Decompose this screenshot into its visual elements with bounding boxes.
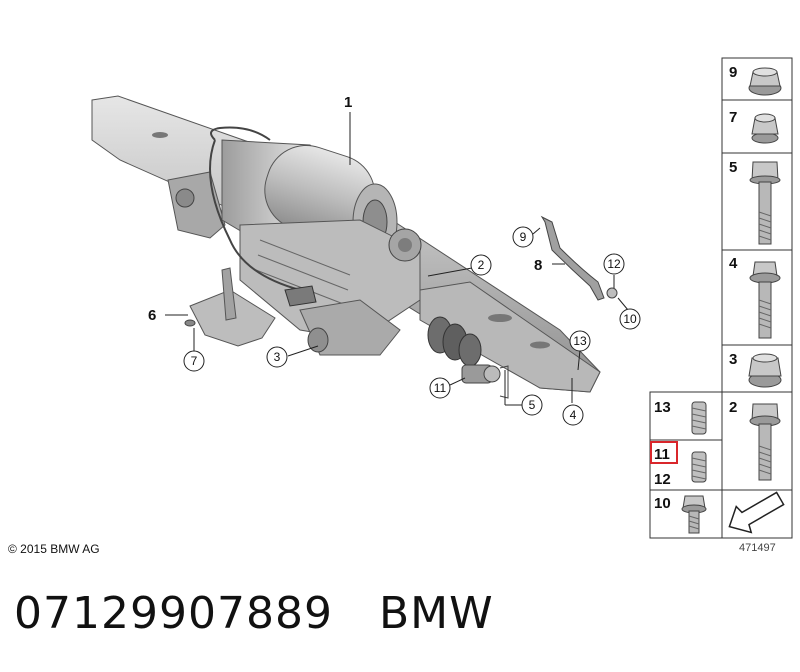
drawing-id: 471497 xyxy=(739,542,776,554)
svg-text:13: 13 xyxy=(573,334,587,348)
collar-nut-icon xyxy=(748,353,782,388)
rack-hole xyxy=(530,341,550,349)
svg-text:11: 11 xyxy=(434,381,447,395)
steering-gear-illustration xyxy=(91,95,618,399)
part-number: 07129907889 xyxy=(14,588,333,639)
panel-item-2[interactable]: 2 xyxy=(729,399,737,416)
short-stud-icon xyxy=(691,451,707,483)
callout-12: 12 xyxy=(603,253,625,275)
callout-1: 1 xyxy=(344,94,352,111)
sensor-unit xyxy=(461,364,509,399)
callouts: 1 2 3 4 5 6 7 8 9 10 xyxy=(148,94,641,426)
long-bolt-icon xyxy=(749,161,781,245)
panel-item-13[interactable]: 13 xyxy=(654,399,671,416)
svg-text:4: 4 xyxy=(570,408,577,422)
parts-panel-thumbnails xyxy=(681,67,785,534)
screw-icon xyxy=(681,495,707,534)
svg-text:10: 10 xyxy=(623,312,637,326)
svg-text:3: 3 xyxy=(274,350,281,364)
svg-text:12: 12 xyxy=(607,257,621,271)
arrow-sign-icon xyxy=(728,491,785,534)
gear-cap-inner xyxy=(398,238,412,252)
callout-4: 4 xyxy=(562,404,584,426)
panel-item-9[interactable]: 9 xyxy=(729,64,737,81)
svg-text:7: 7 xyxy=(191,354,198,368)
connector xyxy=(284,285,317,307)
copyright-text: © 2015 BMW AG xyxy=(8,542,100,556)
panel-item-10[interactable]: 10 xyxy=(654,495,671,512)
panel-item-3[interactable]: 3 xyxy=(729,351,737,368)
rack-hole xyxy=(152,132,168,138)
tie-bar xyxy=(540,215,618,301)
callout-3: 3 xyxy=(266,346,288,368)
stud-icon xyxy=(691,401,707,435)
callout-6: 6 xyxy=(148,307,156,324)
flange-bolt-icon xyxy=(749,261,781,339)
hex-nut-icon xyxy=(751,113,779,144)
panel-item-12[interactable]: 12 xyxy=(654,471,671,488)
callout-11: 11 xyxy=(429,377,451,399)
panel-item-5[interactable]: 5 xyxy=(729,159,737,176)
left-mount xyxy=(167,171,226,239)
rack-bar-flange xyxy=(419,281,601,393)
rack-boot xyxy=(427,316,482,367)
callout-9: 9 xyxy=(512,226,534,248)
callout-10: 10 xyxy=(619,308,641,330)
leader-lines xyxy=(165,112,629,406)
callout-2: 2 xyxy=(470,254,492,276)
hex-bolt-icon xyxy=(749,403,781,481)
callout-7: 7 xyxy=(183,350,205,372)
brand-name: BMW xyxy=(378,588,494,639)
parts-panel-numbers: 9 7 5 4 3 2 13 11 12 10 xyxy=(650,64,738,512)
wiring-harness xyxy=(209,126,301,291)
bracket-bolt xyxy=(184,319,196,327)
bracket-strap xyxy=(221,267,237,321)
rack-hole xyxy=(488,314,512,322)
part-number-caption: 07129907889 BMW xyxy=(14,588,494,639)
svg-text:9: 9 xyxy=(520,230,527,244)
svg-text:5: 5 xyxy=(529,398,536,412)
panel-item-4[interactable]: 4 xyxy=(729,255,738,272)
callout-8: 8 xyxy=(534,257,542,274)
panel-item-7[interactable]: 7 xyxy=(729,109,737,126)
parts-panel xyxy=(649,57,793,539)
svg-text:2: 2 xyxy=(478,258,485,272)
panel-item-11[interactable]: 11 xyxy=(654,446,670,463)
callout-13: 13 xyxy=(569,330,591,352)
flange-nut-icon xyxy=(748,67,782,96)
pinion-end xyxy=(307,327,329,353)
callout-5: 5 xyxy=(521,394,543,416)
panel-item-11-highlight xyxy=(650,441,678,464)
left-mount-bushing xyxy=(175,188,195,208)
